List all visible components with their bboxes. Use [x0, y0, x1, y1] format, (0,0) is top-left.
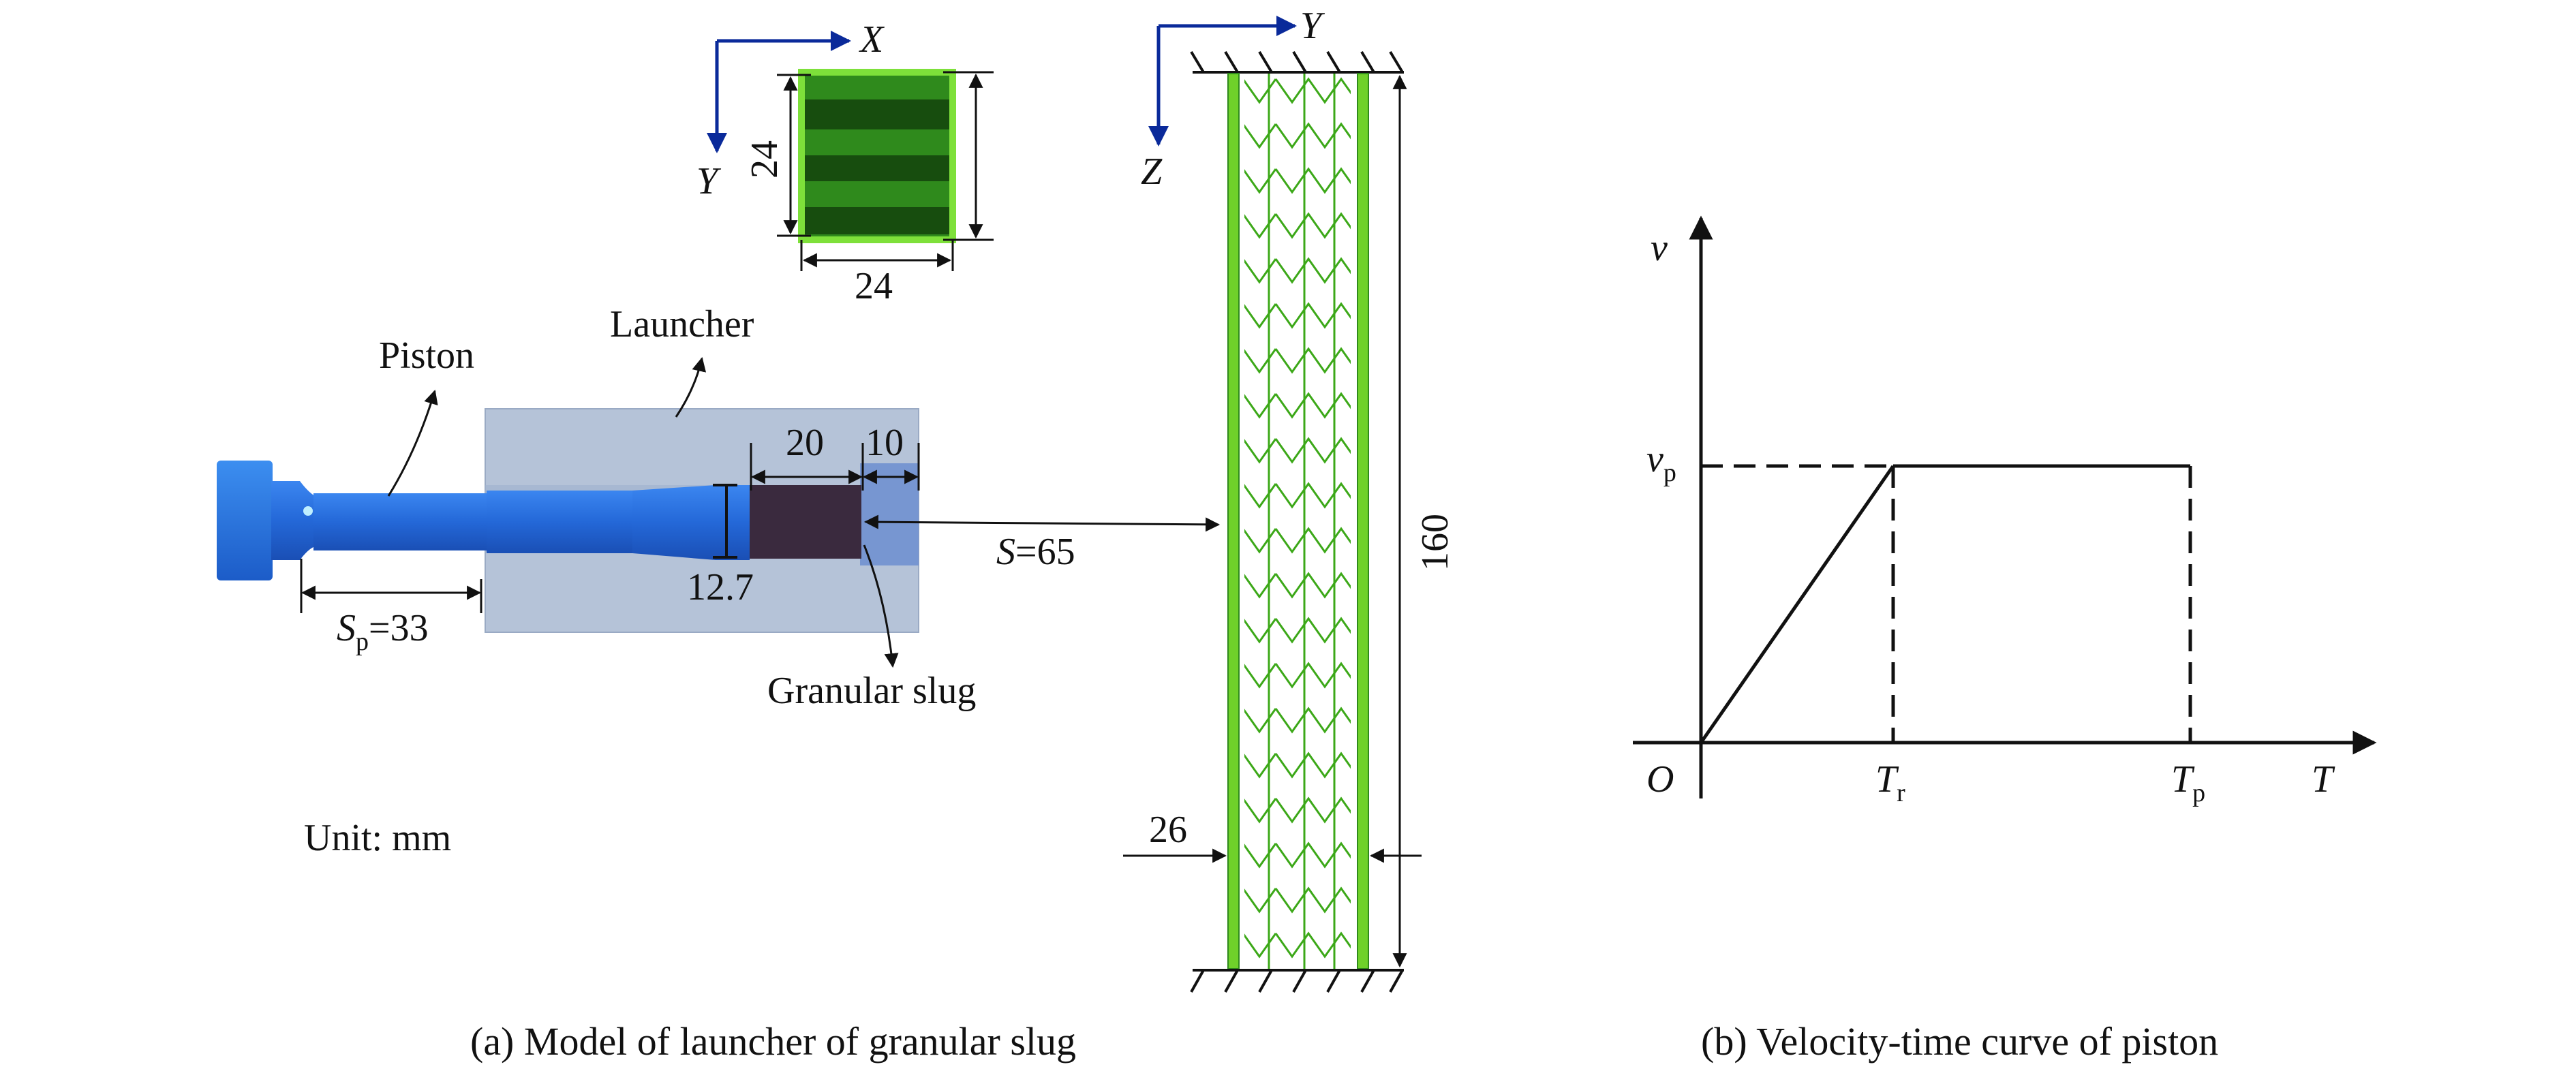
section-band-2 [801, 155, 953, 181]
section-band-1 [801, 99, 953, 129]
origin-label: O [1646, 758, 1674, 801]
panel-z-label: Z [1141, 151, 1163, 193]
panel-length-value: 160 [1414, 514, 1456, 571]
launcher-leader [675, 356, 707, 418]
tr-label: Tr [1875, 758, 1905, 807]
piston-stroke-label: Sp=33 [337, 607, 429, 656]
caption-a: (a) Model of launcher of granular slug [470, 1019, 1076, 1064]
panel-cross-section: X Y 24 24 [696, 18, 994, 307]
piston-neck [271, 481, 315, 560]
panel-core-verticals [1268, 74, 1336, 969]
velocity-time-curve: v T O vp Tr Tp [1633, 215, 2377, 807]
launcher-model: 12.7 20 10 Sp=33 Piston Launcher Granula… [217, 303, 1221, 859]
unit-label: Unit: mm [304, 817, 451, 859]
granular-slug [750, 485, 861, 559]
panel-front-face [1227, 73, 1240, 969]
section-y-label: Y [696, 160, 722, 202]
piston-head [217, 461, 273, 580]
panel-y-label: Y [1300, 5, 1325, 47]
ramp-segment [1699, 465, 1895, 744]
panel-bottom-support [1190, 969, 1404, 993]
section-x-label: X [859, 18, 885, 61]
panel-back-face [1357, 73, 1369, 969]
launcher-label: Launcher [610, 303, 754, 345]
launcher-end-cap [860, 463, 919, 565]
piston-highlight [303, 506, 313, 516]
section-height-value: 24 [743, 140, 786, 178]
granular-slug-label: Granular slug [767, 670, 976, 712]
piston-taper [632, 485, 750, 560]
piston-label: Piston [379, 335, 474, 377]
t-axis-label: T [2312, 758, 2335, 801]
standoff-dim-line [863, 514, 1221, 532]
panel-core-pattern [1244, 74, 1351, 969]
piston-leader [387, 389, 438, 497]
v-axis-label: v [1651, 227, 1668, 269]
piston-rod [313, 493, 488, 550]
granular-slug-leader [863, 544, 899, 668]
panel-thickness-value: 26 [1149, 809, 1187, 851]
section-width-value: 24 [855, 265, 893, 307]
section-band-3 [801, 207, 953, 234]
vp-label: vp [1646, 438, 1676, 487]
sandwich-panel: Y Z [1123, 5, 1456, 993]
caption-b: (b) Velocity-time curve of piston [1701, 1019, 2218, 1064]
section-skin [798, 69, 956, 243]
tp-label: Tp [2171, 758, 2205, 807]
slug-length-value: 20 [786, 422, 824, 464]
piston-rod-inner [487, 491, 634, 553]
panel-top-support [1190, 50, 1404, 74]
slug-diameter-value: 12.7 [687, 566, 754, 608]
piston [217, 461, 750, 580]
slug-gap-value: 10 [865, 422, 904, 464]
standoff-label: S=65 [996, 531, 1075, 573]
